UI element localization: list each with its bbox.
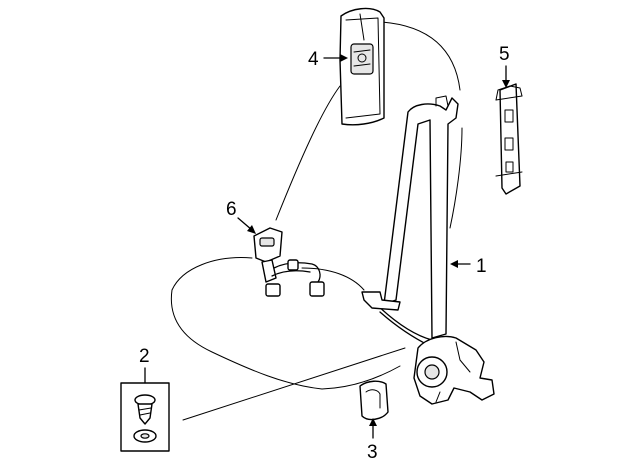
part-5-height-adjuster[interactable] (495, 83, 523, 195)
callout-4: 4 (308, 49, 319, 70)
callout-2: 2 (139, 346, 150, 367)
callout-6: 6 (226, 199, 237, 220)
callout-5: 5 (499, 44, 510, 65)
part-6-buckle-assembly[interactable] (253, 227, 325, 297)
seat-outline (170, 21, 463, 421)
part-3-cover-cap[interactable] (359, 380, 389, 421)
callout-3: 3 (367, 442, 378, 463)
part-1-seat-belt-assembly[interactable] (361, 95, 495, 405)
part-4-pillar-trim[interactable] (339, 7, 385, 126)
leader-lines (144, 54, 510, 439)
callout-1: 1 (476, 256, 487, 277)
part-2-bolt-washer-kit[interactable] (120, 382, 170, 452)
